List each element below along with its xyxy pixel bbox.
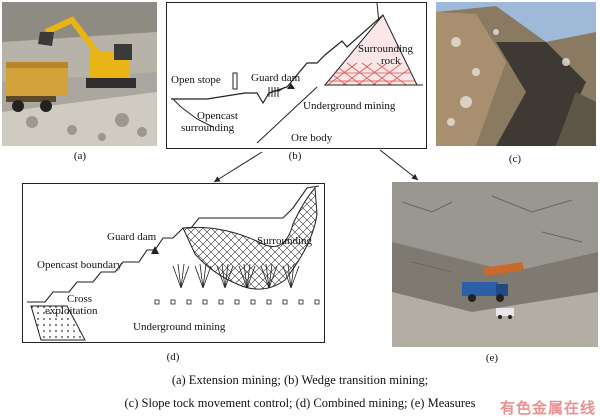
diagram-combined-mining: Guard dam Surrounding Opencast boundary … xyxy=(22,183,325,343)
panel-d-label: (d) xyxy=(166,351,180,363)
photo-measures xyxy=(392,182,598,347)
label-surrounding-rock-1: Surrounding xyxy=(358,43,414,55)
label-opencast-surrounding-2: surrounding xyxy=(181,122,235,134)
label-opencast-surrounding-1: Opencast xyxy=(197,110,238,122)
panel-e-label: (e) xyxy=(485,352,499,364)
label-guard-dam-b: Guard dam xyxy=(251,72,301,84)
label-open-stope: Open stope xyxy=(171,74,221,86)
panel-b-label: (b) xyxy=(288,150,302,162)
label-ore-body: Ore body xyxy=(291,132,333,144)
caption-line-2: (c) Slope tock movement control; (d) Com… xyxy=(124,396,476,410)
label-cross-2: exploitation xyxy=(45,305,98,317)
connector-arrows xyxy=(213,149,419,183)
label-surrounding-d: Surrounding xyxy=(257,235,313,247)
label-cross-1: Cross xyxy=(67,293,92,305)
diagram-wedge-transition: Open stope Guard dam Surrounding rock Op… xyxy=(166,2,427,149)
label-guard-dam-d: Guard dam xyxy=(107,231,157,243)
watermark: 有色金属在线 xyxy=(499,399,596,417)
label-underground-mining-b: Underground mining xyxy=(303,100,396,112)
label-surrounding-rock-2: rock xyxy=(381,55,401,67)
photo-slope-control xyxy=(436,2,596,146)
caption-line-1: (a) Extension mining; (b) Wedge transiti… xyxy=(171,373,429,387)
panel-a-label: (a) xyxy=(73,150,87,162)
label-opencast-boundary: Opencast boundary xyxy=(37,259,123,271)
photo-extension-mining xyxy=(2,2,157,146)
fan-boreholes xyxy=(172,263,300,289)
panel-c-label: (c) xyxy=(508,153,522,165)
label-underground-mining-d: Underground mining xyxy=(133,321,226,333)
